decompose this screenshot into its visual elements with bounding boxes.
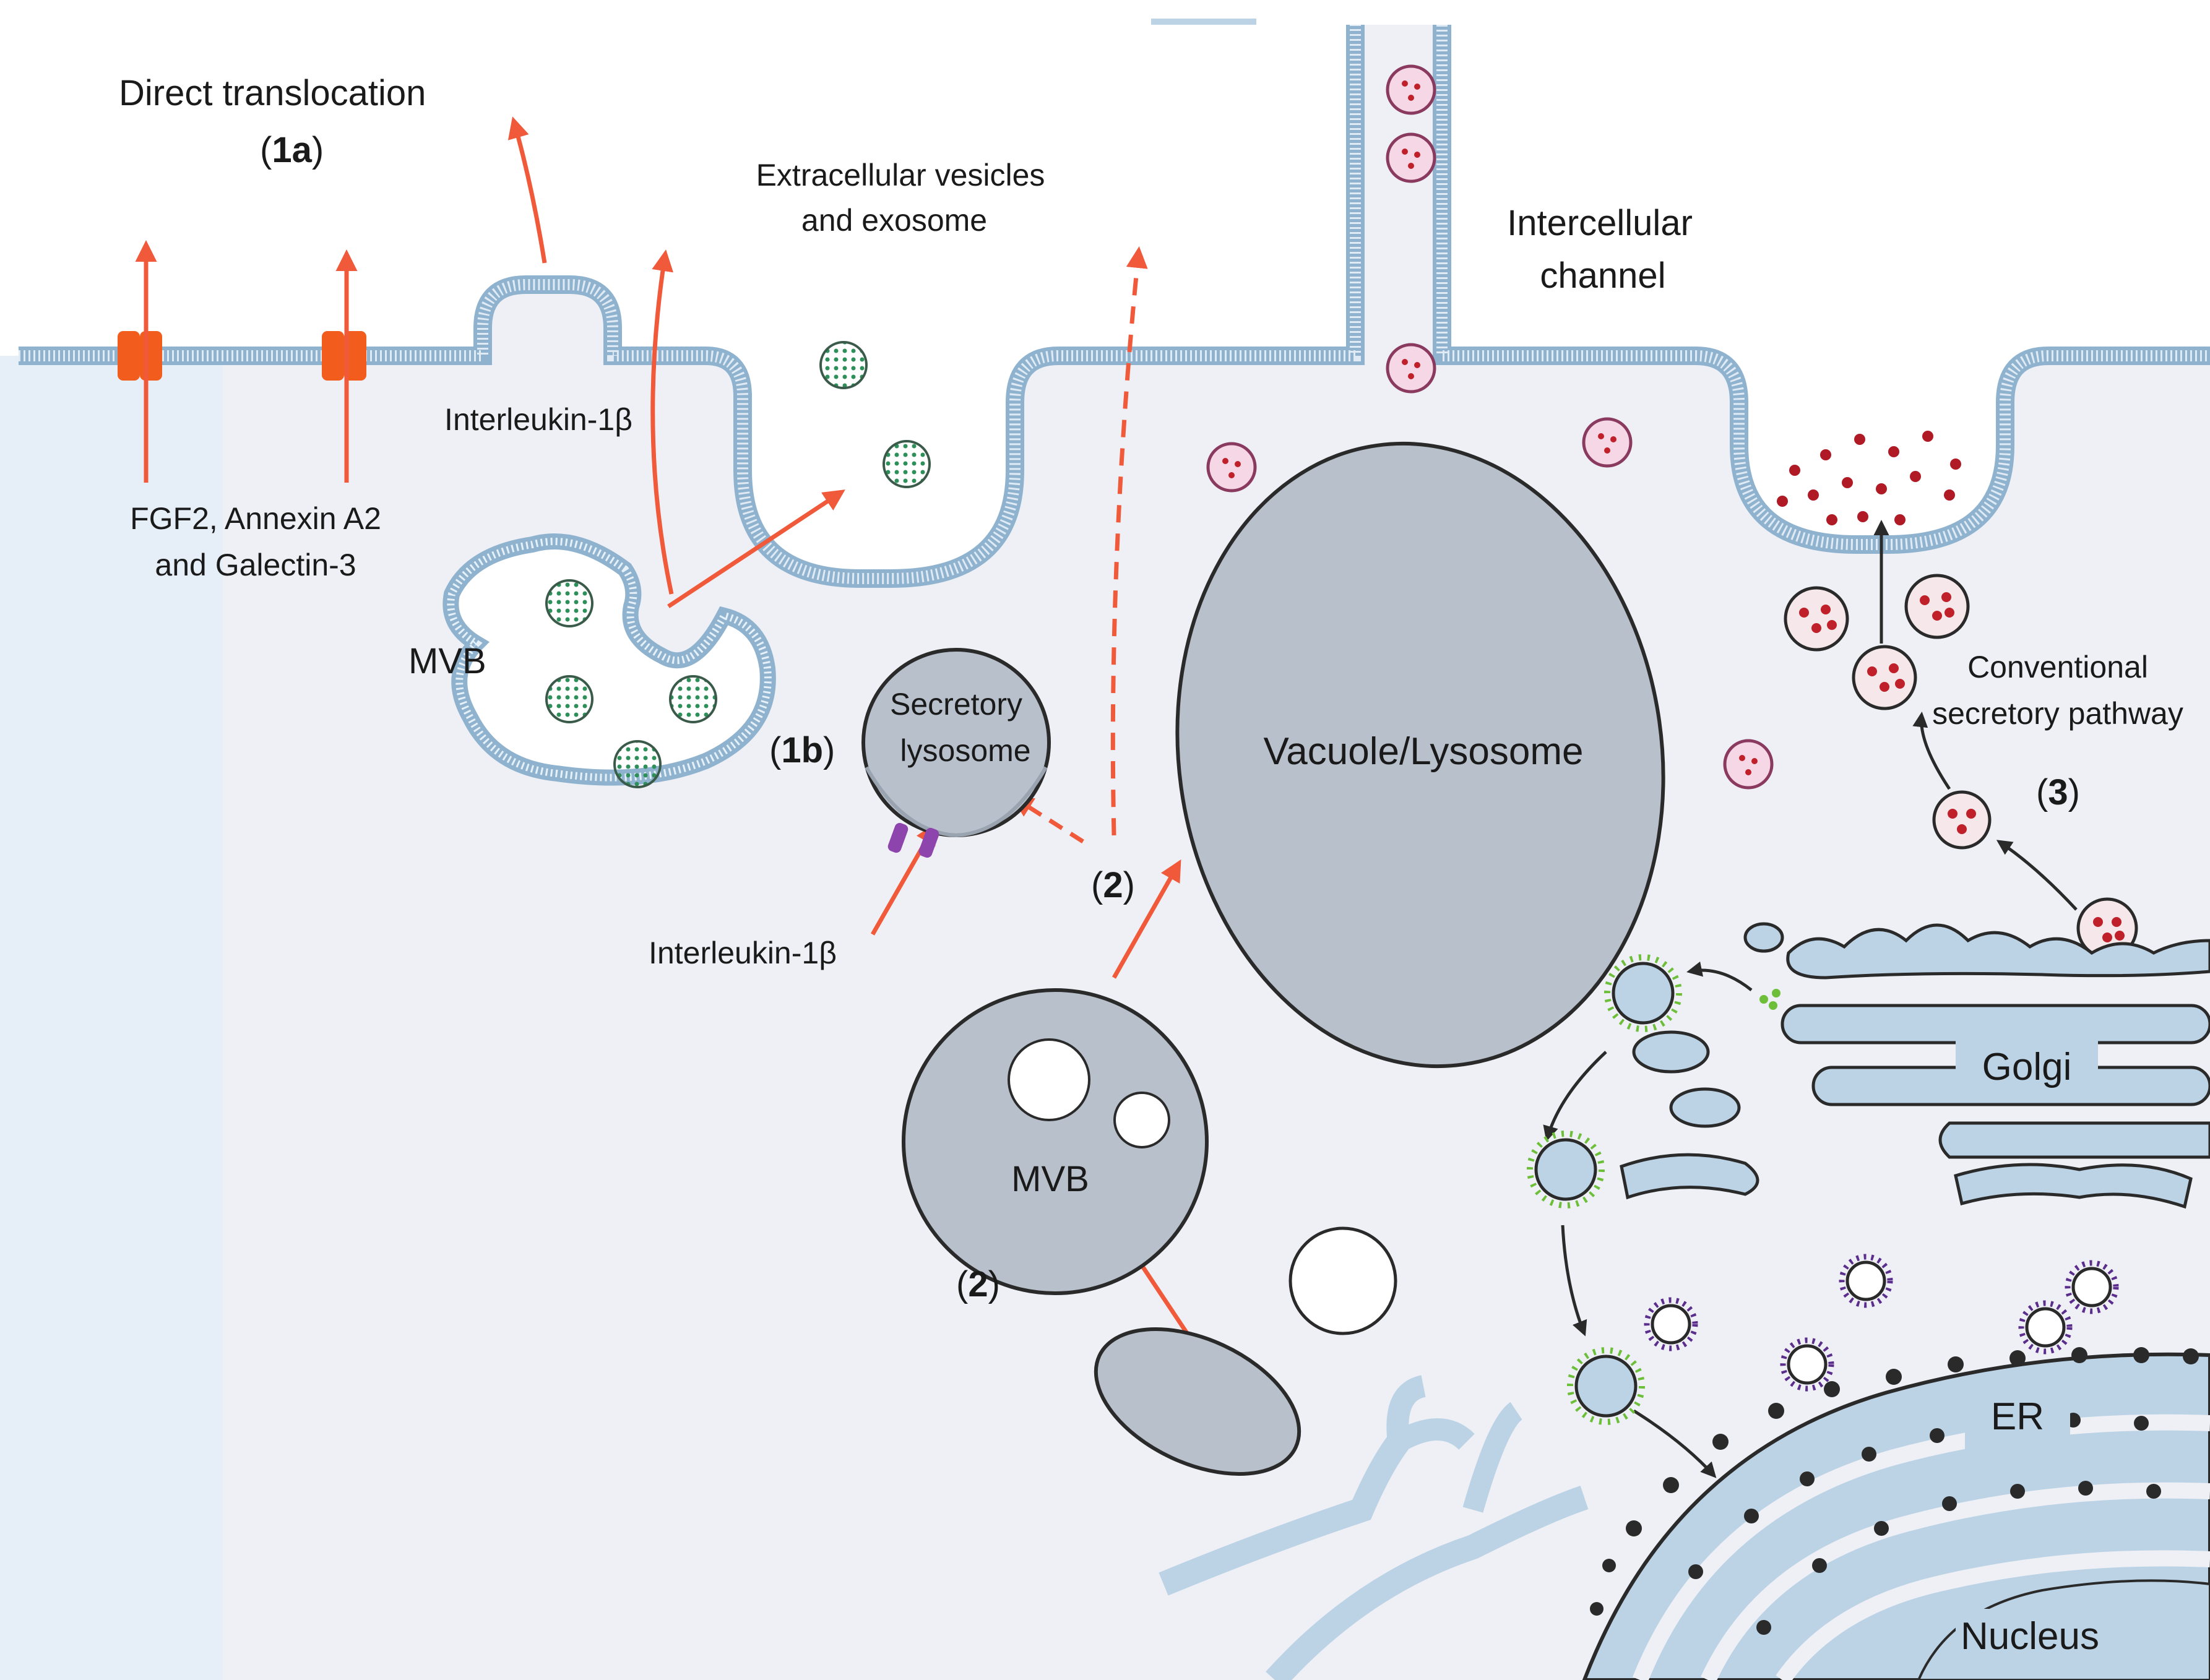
mvb-top-label: MVB (408, 641, 486, 681)
copi-vesicle (1787, 1344, 1828, 1385)
mvb-to-vacuole-arrow (1111, 859, 1181, 979)
label-1b-open: ( (769, 730, 781, 770)
green-vesicle (613, 740, 662, 788)
copi-vesicle (1845, 1260, 1886, 1301)
copii-arrow-3 (1561, 1225, 1587, 1337)
secretory-pathway-label: secretory pathway (1932, 696, 2183, 731)
exosome-label: and exosome (801, 203, 987, 238)
pink-vesicle (1386, 64, 1436, 115)
secretory-vesicle (1784, 586, 1849, 652)
label-3-close: ) (2068, 772, 2080, 812)
extracellular-vesicles-label: Extracellular vesicles (756, 158, 1045, 192)
vacuole-lysosome-label: Vacuole/Lysosome (1264, 730, 1584, 773)
interleukin-bottom-label: Interleukin-1β (649, 936, 837, 970)
fgf2-label: FGF2, Annexin A2 (130, 501, 381, 536)
svg-text:(2): (2) (956, 1264, 1000, 1304)
label-2-lower-num: 2 (968, 1264, 988, 1304)
secretory-vesicle (1904, 574, 1970, 639)
direct-translocation-label: Direct translocation (119, 73, 426, 113)
green-vesicle (669, 675, 717, 723)
secreted-cargo (1777, 431, 1961, 525)
secretory-lysosome (861, 648, 1051, 858)
secretory-vesicle (1932, 790, 1992, 850)
label-2-lower-open: ( (956, 1264, 968, 1304)
nucleus-label: Nucleus (1961, 1615, 2099, 1658)
copii-vesicle (1534, 1138, 1597, 1201)
label-3-num: 3 (2048, 772, 2068, 812)
green-vesicle (819, 341, 868, 389)
copii-arrow-1 (1686, 961, 1753, 991)
copi-vesicle (2071, 1267, 2112, 1307)
label-1a-close: ) (312, 130, 324, 170)
mvb-bottom (902, 988, 1209, 1295)
copii-arrow-2 (1543, 1051, 1607, 1142)
svg-text:(1b): (1b) (769, 730, 835, 770)
channel-label: channel (1540, 256, 1665, 296)
pink-vesicle (1723, 739, 1774, 790)
label-1a-num: 1a (272, 130, 312, 170)
white-vesicle (1288, 1226, 1397, 1335)
label-2-lower-close: ) (988, 1264, 1000, 1304)
green-vesicle (883, 440, 931, 488)
pink-vesicle (1582, 417, 1633, 468)
golgi (1620, 922, 2210, 1209)
svg-text:(3): (3) (2036, 772, 2080, 812)
dashed-to-lysosome-arrow (1011, 796, 1084, 843)
copi-vesicle (1651, 1304, 1691, 1345)
lysosome-label: lysosome (900, 733, 1030, 768)
er-label: ER (1991, 1395, 2044, 1438)
interleukin-arrow-top (507, 116, 547, 264)
copi-vesicle (2025, 1307, 2066, 1348)
secretory-vesicle (1852, 645, 1917, 710)
label-1b-close: ) (823, 730, 835, 770)
pink-vesicle (1386, 132, 1436, 183)
secretory-label: Secretory (890, 687, 1022, 722)
pink-vesicle (1206, 442, 1257, 493)
copii-vesicle (1612, 962, 1675, 1025)
svg-text:(2): (2) (1091, 865, 1135, 905)
label-2-upper-close: ) (1123, 865, 1135, 905)
galectin-label: and Galectin-3 (155, 548, 356, 582)
label-3-open: ( (2036, 772, 2048, 812)
golgi-label-bg (1956, 1033, 2098, 1101)
mvb-to-exosome-arrow (667, 489, 845, 608)
mvb-bottom-label: MVB (1011, 1159, 1089, 1199)
label-2-upper-open: ( (1091, 865, 1103, 905)
vacuole-lysosome (1175, 441, 1665, 1069)
conventional-arrow-2 (1912, 712, 1951, 790)
label-1a-open: ( (260, 130, 272, 170)
green-vesicle (545, 675, 594, 723)
dashed-secretion-arrow (1110, 246, 1148, 836)
fgf2-transporter-1 (118, 331, 162, 381)
pink-vesicle (1386, 343, 1436, 394)
conventional-label: Conventional (1967, 650, 2148, 684)
exosome-arrow (650, 249, 674, 595)
cytoplasm (0, 25, 2210, 1680)
golgi-label: Golgi (1982, 1046, 2072, 1088)
label-1b-num: 1b (781, 730, 823, 770)
svg-text:(1a): (1a) (260, 130, 324, 170)
interleukin-top-label: Interleukin-1β (444, 402, 632, 437)
fgf2-transporter-2 (322, 331, 366, 381)
endosome-ellipse (1094, 1327, 1301, 1476)
ribosomes (1590, 1347, 2199, 1635)
conventional-arrow-3 (1996, 840, 2078, 911)
copii-vesicle (1574, 1355, 1638, 1418)
green-vesicle (545, 579, 594, 627)
intercellular-label: Intercellular (1507, 203, 1693, 243)
label-2-upper-num: 2 (1103, 865, 1123, 905)
copii-arrow-4 (1633, 1409, 1717, 1478)
